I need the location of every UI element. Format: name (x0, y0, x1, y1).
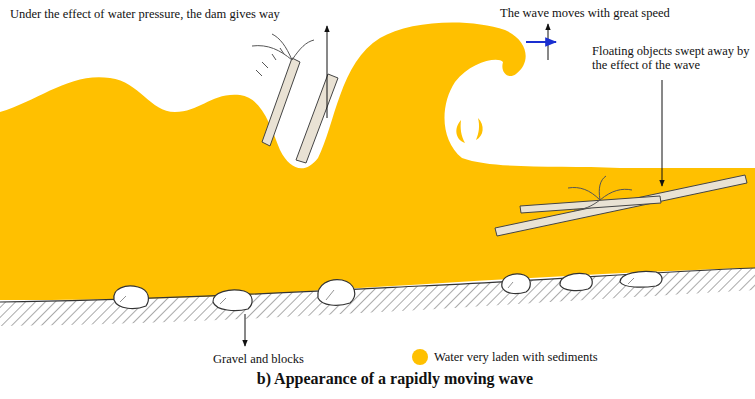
leader-line (662, 80, 663, 186)
label-holder: Under the effect of water pressure, the … (10, 4, 340, 22)
shade-stroke (120, 296, 126, 302)
floating-palm (568, 176, 632, 210)
rock-shading (120, 278, 634, 304)
frond (272, 34, 292, 60)
frond (292, 40, 314, 60)
speed-arrow (526, 41, 556, 43)
rock (114, 286, 149, 308)
frond (568, 188, 600, 201)
shade-stroke (628, 278, 634, 284)
rock (620, 271, 662, 287)
broken-trunk (296, 74, 338, 163)
shade-stroke (326, 290, 334, 300)
floating-log (495, 175, 747, 236)
frond (574, 200, 600, 210)
frond (256, 48, 284, 76)
floating-log (520, 196, 661, 213)
rock (213, 290, 252, 310)
rock (560, 273, 592, 290)
shade-stroke (220, 298, 226, 304)
palm-fronds (252, 34, 314, 76)
label-holder: The wave moves with great speed (500, 3, 730, 21)
water-drop (476, 118, 483, 140)
legend-item: Water very laden with sediments (412, 349, 598, 365)
broken-trunk (262, 58, 300, 146)
callout-label: The wave moves with great speed (500, 6, 670, 20)
legend-swatch (412, 349, 428, 365)
leader-line (327, 26, 328, 118)
caption-holder: b) Appearance of a rapidly moving wave (220, 370, 570, 388)
rock (318, 280, 355, 306)
callout-label: Under the effect of water pressure, the … (10, 7, 280, 21)
legend-text: Water very laden with sediments (434, 350, 598, 365)
water-drop (456, 120, 465, 143)
figure-caption: b) Appearance of a rapidly moving wave (220, 370, 570, 388)
gravel-blocks (114, 271, 662, 310)
frond (600, 189, 632, 200)
callout-label: Floating objects swept away by the effec… (592, 44, 750, 73)
rock (502, 274, 530, 294)
floating-objects (495, 175, 747, 236)
label-holder: Gravel and blocks (213, 349, 353, 367)
label-holder: Floating objects swept away by the effec… (592, 44, 750, 73)
shade-stroke (508, 282, 513, 288)
callout-label: Gravel and blocks (213, 352, 304, 366)
sediment-water (0, 22, 755, 300)
leader-line (245, 314, 246, 346)
